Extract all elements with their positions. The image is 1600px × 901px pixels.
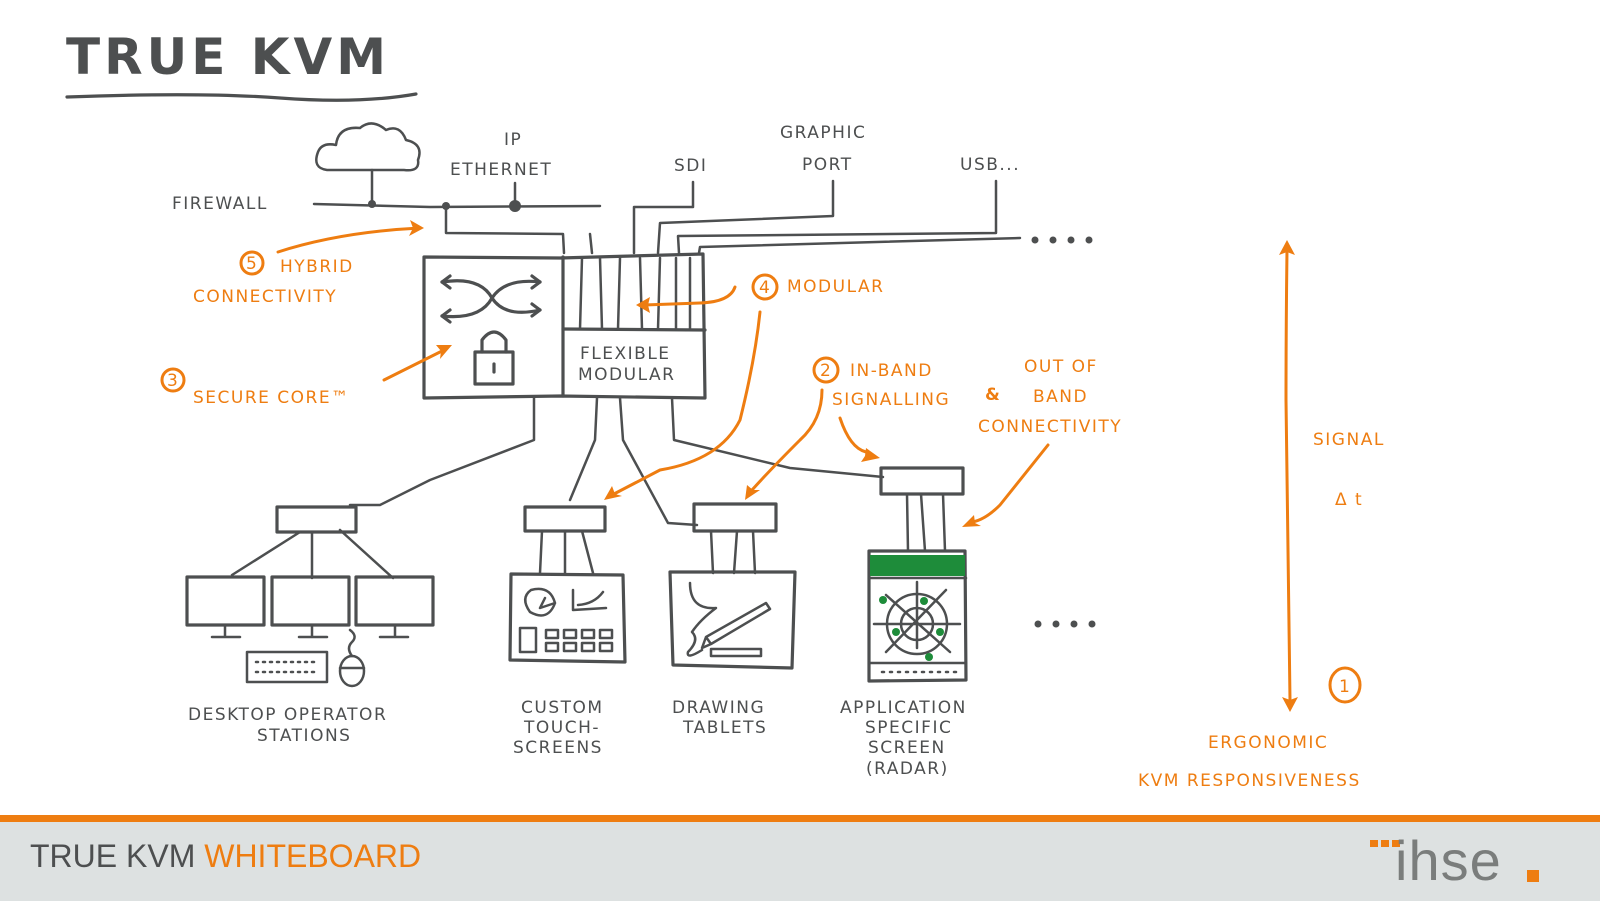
desktop-label-2: STATIONS bbox=[257, 726, 351, 746]
module-label-1: FLEXIBLE bbox=[580, 344, 671, 364]
drawing-tablet-icon bbox=[668, 502, 797, 670]
ampersand: & bbox=[985, 385, 1001, 405]
callout-5-hybrid: 5 HYBRID CONNECTIVITY bbox=[193, 220, 424, 307]
radar-status-bar bbox=[870, 555, 965, 576]
radar-label-2: SPECIFIC bbox=[865, 718, 952, 738]
touch-label-3: SCREENS bbox=[513, 738, 603, 758]
ihse-logo: ihse bbox=[1370, 829, 1580, 892]
footer-title-accent: WHITEBOARD bbox=[204, 838, 422, 874]
svg-text:SIGNALLING: SIGNALLING bbox=[832, 390, 950, 410]
radar-label-3: SCREEN bbox=[868, 738, 946, 758]
logo-text: ihse bbox=[1395, 829, 1502, 892]
callout-out-of-band: OUT OF BAND CONNECTIVITY bbox=[962, 357, 1122, 527]
svg-text:MODULAR: MODULAR bbox=[787, 277, 884, 297]
ethernet-label: ETHERNET bbox=[450, 160, 552, 180]
svg-text:3: 3 bbox=[167, 371, 179, 391]
delta-t-label: Δ t bbox=[1335, 490, 1363, 510]
arrow-up-icon bbox=[1279, 240, 1295, 255]
signal-label: SIGNAL bbox=[1313, 430, 1385, 450]
svg-text:CONNECTIVITY: CONNECTIVITY bbox=[193, 287, 337, 307]
drawing-label-1: DRAWING bbox=[672, 698, 765, 718]
title-underline bbox=[65, 92, 418, 102]
svg-text:CONNECTIVITY: CONNECTIVITY bbox=[978, 417, 1122, 437]
svg-text:SECURE CORE™: SECURE CORE™ bbox=[193, 388, 350, 408]
svg-text:ERGONOMIC: ERGONOMIC bbox=[1208, 733, 1328, 753]
port-label: PORT bbox=[802, 155, 853, 175]
svg-text:IN-BAND: IN-BAND bbox=[850, 361, 933, 381]
touch-label-2: TOUCH- bbox=[523, 718, 600, 738]
svg-text:OUT OF: OUT OF bbox=[1024, 357, 1098, 377]
radar-screen-icon bbox=[867, 466, 968, 683]
signal-latency-axis: SIGNAL Δ t bbox=[1279, 240, 1385, 712]
crossover-icon bbox=[440, 279, 542, 314]
logo-dot bbox=[1527, 870, 1539, 882]
more-endpoints-dots bbox=[1034, 620, 1096, 628]
more-inputs-dots bbox=[1031, 236, 1093, 244]
touch-label-1: CUSTOM bbox=[521, 698, 604, 718]
radar-label-4: (RADAR) bbox=[866, 759, 949, 779]
lock-icon bbox=[473, 330, 515, 386]
ethernet-bus bbox=[312, 202, 602, 209]
footer-title-main: TRUE KVM bbox=[30, 838, 196, 874]
svg-text:1: 1 bbox=[1339, 677, 1351, 697]
callout-3-secure-core: 3 SECURE CORE™ bbox=[160, 345, 452, 408]
svg-text:KVM RESPONSIVENESS: KVM RESPONSIVENESS bbox=[1138, 771, 1361, 791]
svg-text:HYBRID: HYBRID bbox=[280, 257, 354, 277]
drawing-label-2: TABLETS bbox=[682, 718, 767, 738]
svg-text:2: 2 bbox=[820, 361, 832, 381]
footer-accent-bar bbox=[0, 815, 1600, 822]
svg-text:BAND: BAND bbox=[1033, 387, 1088, 407]
svg-text:4: 4 bbox=[759, 278, 771, 298]
sdi-label: SDI bbox=[674, 156, 707, 176]
usb-label: USB... bbox=[960, 155, 1020, 175]
cloud-icon bbox=[315, 122, 421, 172]
custom-touchscreens-icon bbox=[508, 505, 627, 664]
ip-label: IP bbox=[504, 130, 522, 150]
page-title: TRUE KVM bbox=[66, 28, 390, 86]
callout-1-ergonomic: 1 ERGONOMIC KVM RESPONSIVENESS bbox=[1138, 666, 1362, 791]
arrowhead-icon bbox=[409, 220, 424, 236]
whiteboard-diagram: TRUE KVM FIREWALL IP ETHERNET SDI GRAPHI… bbox=[65, 28, 1385, 791]
footer-title: TRUE KVM WHITEBOARD bbox=[30, 838, 421, 875]
module-label-2: MODULAR bbox=[578, 365, 675, 385]
radar-label-1: APPLICATION bbox=[840, 698, 967, 718]
callout-2-in-band: 2 IN-BAND SIGNALLING bbox=[745, 356, 950, 500]
svg-text:5: 5 bbox=[246, 254, 258, 274]
graphic-label: GRAPHIC bbox=[780, 123, 866, 143]
firewall-label: FIREWALL bbox=[172, 194, 268, 214]
desktop-label-1: DESKTOP OPERATOR bbox=[188, 705, 387, 725]
desktop-operator-stations-icon bbox=[185, 505, 435, 688]
arrow-down-icon bbox=[1282, 697, 1298, 712]
callout-4-modular: 4 MODULAR bbox=[604, 273, 884, 500]
footer bbox=[0, 815, 1600, 901]
kvm-core: FLEXIBLE MODULAR bbox=[422, 252, 707, 400]
